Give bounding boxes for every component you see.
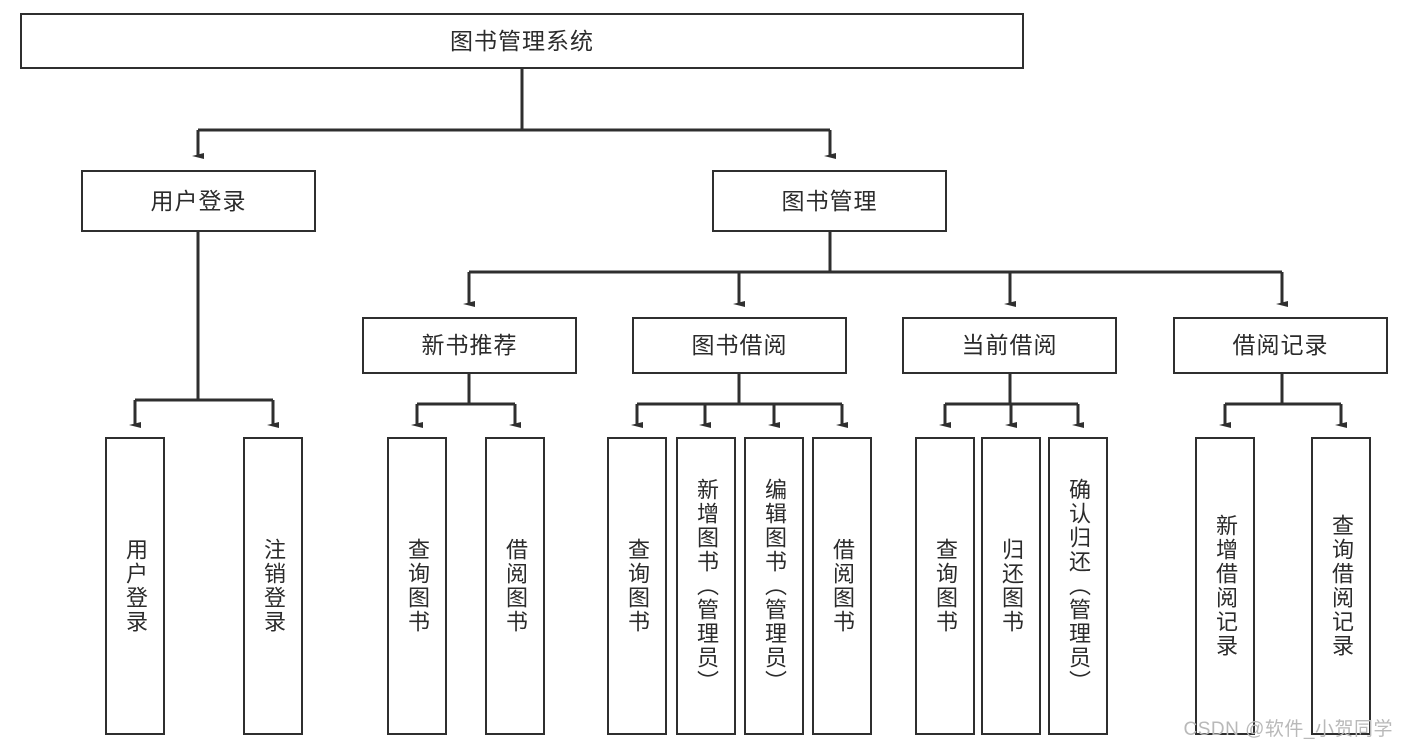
node-user-login[interactable]: 用户登录 <box>81 170 316 232</box>
leaf-current-return-book[interactable]: 归还图书 <box>981 437 1041 735</box>
node-label: 图书管理系统 <box>450 27 594 54</box>
node-label: 查询图书 <box>404 538 430 634</box>
leaf-borrow-edit-book-admin[interactable]: 编辑图书（管理员） <box>744 437 804 735</box>
node-book-borrow[interactable]: 图书借阅 <box>632 317 847 374</box>
node-label: 注销登录 <box>260 538 286 634</box>
node-label: 归还图书 <box>998 538 1024 634</box>
node-root-book-management-system[interactable]: 图书管理系统 <box>20 13 1024 69</box>
node-label: 当前借阅 <box>961 332 1058 359</box>
leaf-borrow-query-book[interactable]: 查询图书 <box>607 437 667 735</box>
node-new-book-recommend[interactable]: 新书推荐 <box>362 317 577 374</box>
node-label: 新增图书（管理员） <box>693 478 719 694</box>
leaf-current-confirm-return-admin[interactable]: 确认归还（管理员） <box>1048 437 1108 735</box>
node-label: 用户登录 <box>150 187 247 214</box>
node-label: 用户登录 <box>122 538 148 634</box>
node-label: 查询图书 <box>624 538 650 634</box>
node-label: 查询借阅记录 <box>1328 514 1354 658</box>
node-label: 查询图书 <box>932 538 958 634</box>
leaf-new-book-query[interactable]: 查询图书 <box>387 437 447 735</box>
node-label: 借阅图书 <box>829 538 855 634</box>
leaf-record-query-record[interactable]: 查询借阅记录 <box>1311 437 1371 735</box>
node-label: 图书管理 <box>781 187 878 214</box>
node-label: 图书借阅 <box>691 332 788 359</box>
node-borrow-record[interactable]: 借阅记录 <box>1173 317 1388 374</box>
node-label: 确认归还（管理员） <box>1065 478 1091 694</box>
node-current-borrow[interactable]: 当前借阅 <box>902 317 1117 374</box>
leaf-current-query-book[interactable]: 查询图书 <box>915 437 975 735</box>
leaf-borrow-borrow-book[interactable]: 借阅图书 <box>812 437 872 735</box>
node-label: 借阅图书 <box>502 538 528 634</box>
csdn-watermark: CSDN @软件_小贺同学 <box>1183 719 1393 740</box>
leaf-borrow-add-book-admin[interactable]: 新增图书（管理员） <box>676 437 736 735</box>
node-label: 新书推荐 <box>421 332 518 359</box>
leaf-record-add-record[interactable]: 新增借阅记录 <box>1195 437 1255 735</box>
leaf-new-book-borrow[interactable]: 借阅图书 <box>485 437 545 735</box>
leaf-user-login-logout[interactable]: 注销登录 <box>243 437 303 735</box>
leaf-user-login-login[interactable]: 用户登录 <box>105 437 165 735</box>
node-label: 新增借阅记录 <box>1212 514 1238 658</box>
node-label: 借阅记录 <box>1232 332 1329 359</box>
node-book-management[interactable]: 图书管理 <box>712 170 947 232</box>
node-label: 编辑图书（管理员） <box>761 478 787 694</box>
